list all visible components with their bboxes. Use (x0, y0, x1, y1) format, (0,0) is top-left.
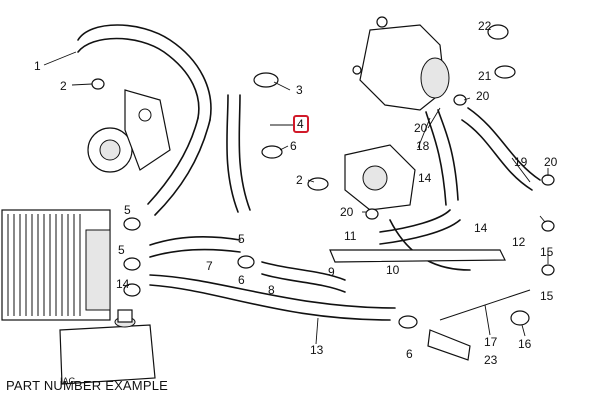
callout-4: 4 (297, 117, 304, 131)
callout-5: 5 (118, 243, 125, 257)
callout-23: 23 (484, 353, 498, 367)
throttle-housing (352, 16, 450, 111)
water-pump (87, 89, 171, 173)
callout-20: 20 (340, 205, 354, 219)
callout-6: 6 (406, 347, 413, 361)
callout-14: 14 (116, 277, 130, 291)
hoses (77, 24, 541, 321)
caption: PART NUMBER EXAMPLE (6, 378, 169, 393)
callout-8: 8 (268, 283, 275, 297)
callout-labels: 1 2 2 3 4 5 5 5 6 6 6 7 8 9 10 11 12 13 … (34, 19, 558, 386)
callout-13: 13 (310, 343, 324, 357)
callout-11: 11 (344, 229, 357, 243)
callout-20: 20 (544, 155, 558, 169)
leader-lines (43, 51, 549, 345)
highlight-box (293, 115, 309, 133)
callout-19: 19 (514, 155, 528, 169)
callout-15: 15 (540, 289, 554, 303)
expansion-tank (59, 309, 156, 385)
callout-17: 17 (484, 335, 498, 349)
callout-22: 22 (478, 19, 492, 33)
callout-2: 2 (60, 79, 67, 93)
callout-14: 14 (474, 221, 488, 235)
callout-7: 7 (206, 259, 213, 273)
callout-2: 2 (296, 173, 303, 187)
callout-18: 18 (416, 139, 430, 153)
callout-20: 20 (414, 121, 428, 135)
callout-3: 3 (296, 83, 303, 97)
callout-10: 10 (386, 263, 400, 277)
hose-clamps (91, 24, 555, 329)
callout-21: 21 (478, 69, 492, 83)
small-mark: IAG (60, 376, 76, 386)
callout-16: 16 (518, 337, 532, 351)
thermostat-housing (344, 144, 416, 211)
callout-6: 6 (290, 139, 297, 153)
callout-12: 12 (512, 235, 526, 249)
callout-5: 5 (238, 232, 245, 246)
radiator (1, 209, 111, 321)
callout-5: 5 (124, 203, 131, 217)
callout-6: 6 (238, 273, 245, 287)
callout-20: 20 (476, 89, 490, 103)
callout-15: 15 (540, 245, 554, 259)
callout-1: 1 (34, 59, 41, 73)
callout-14: 14 (418, 171, 432, 185)
callout-9: 9 (328, 265, 335, 279)
pipe-and-strap (329, 249, 531, 361)
